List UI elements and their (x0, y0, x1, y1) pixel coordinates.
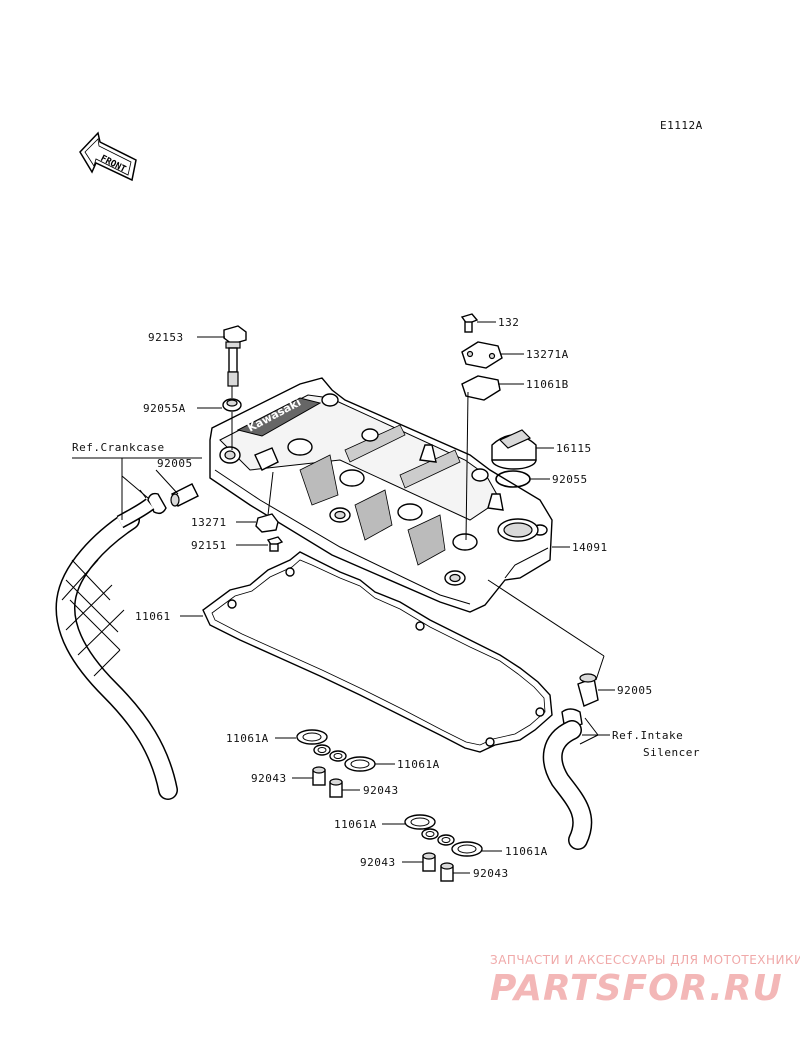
hose-intake (542, 720, 593, 850)
watermark-logo: PARTSFOR.RU (490, 968, 783, 1009)
label-92005-right: 92005 (617, 684, 653, 697)
valve-cover: Kawasaki (209, 377, 553, 613)
label-11061B: 11061B (526, 378, 569, 391)
label-132: 132 (498, 316, 519, 329)
fitting-92005-left (170, 483, 199, 507)
bolt-92153 (223, 325, 247, 387)
oil-cap-16115 (491, 429, 537, 470)
front-arrow-icon: FRONT (79, 131, 137, 182)
washer-92055A (222, 398, 242, 412)
plate-13271A (461, 341, 503, 369)
bracket-13271 (255, 513, 279, 533)
cover-gasket (202, 551, 553, 753)
label-13271A: 13271A (526, 348, 569, 361)
watermark-tagline: ЗАПЧАСТИ И АКСЕССУАРЫ ДЛЯ МОТОТЕХНИКИ (490, 953, 800, 967)
label-92151: 92151 (191, 539, 227, 552)
bolt-132 (460, 313, 479, 333)
gasket-11061B (461, 375, 501, 401)
label-11061: 11061 (135, 610, 171, 623)
label-ref-intake: Ref.Intake (612, 729, 683, 742)
label-92005-left: 92005 (157, 457, 193, 470)
label-11061A-1: 11061A (226, 732, 269, 745)
label-92043-4: 92043 (473, 867, 509, 880)
label-14091: 14091 (572, 541, 608, 554)
label-92055A: 92055A (143, 402, 186, 415)
label-silencer: Silencer (643, 746, 700, 759)
label-92043-3: 92043 (360, 856, 396, 869)
label-13271: 13271 (191, 516, 227, 529)
label-92055: 92055 (552, 473, 588, 486)
leader-lines (72, 321, 615, 874)
label-92043-2: 92043 (363, 784, 399, 797)
label-92153: 92153 (148, 331, 184, 344)
seal-stack-lower (404, 814, 483, 882)
label-11061A-4: 11061A (505, 845, 548, 858)
label-16115: 16115 (556, 442, 592, 455)
seal-stack-upper (296, 729, 376, 798)
label-11061A-2: 11061A (397, 758, 440, 771)
label-92043-1: 92043 (251, 772, 287, 785)
label-ref-crankcase: Ref.Crankcase (72, 441, 165, 454)
label-11061A-3: 11061A (334, 818, 377, 831)
bolt-92151 (266, 536, 284, 552)
fitting-92005-right (577, 673, 599, 707)
hose-crankcase (55, 498, 178, 800)
diagram-code: E1112A (660, 119, 703, 132)
